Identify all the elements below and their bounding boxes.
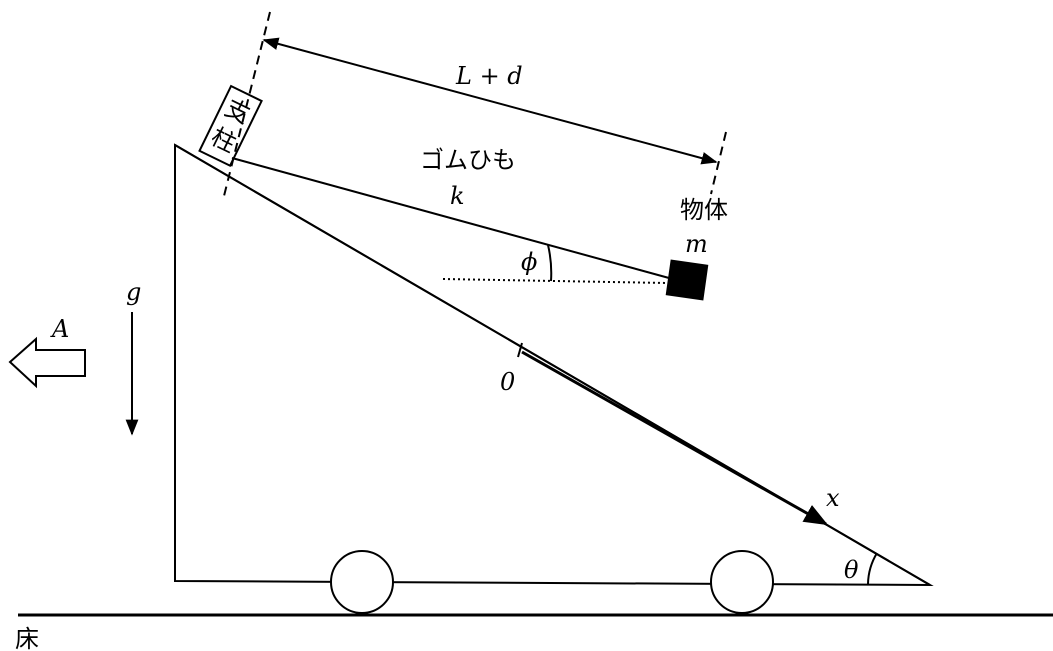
length-arrow	[262, 37, 718, 165]
gravity-label: g	[126, 278, 141, 306]
phi-label: ϕ	[521, 248, 537, 276]
phi-arc	[547, 244, 553, 282]
rubber-band-label: ゴムひも	[420, 146, 516, 174]
rear-wheel	[710, 550, 774, 614]
x-axis-label: x	[826, 484, 840, 512]
dashed-line-object	[710, 131, 727, 195]
acceleration-label: A	[50, 315, 69, 343]
spring-constant-label: k	[450, 182, 465, 210]
origin-tick	[517, 342, 523, 358]
mass-label: m	[685, 230, 708, 258]
theta-label: θ	[844, 556, 859, 584]
front-wheel	[330, 550, 394, 614]
x-axis-arrow	[521, 350, 829, 526]
object-label: 物体	[680, 196, 728, 224]
acceleration-arrow	[8, 336, 86, 389]
theta-arc	[867, 552, 878, 585]
dashed-line-post	[223, 11, 271, 197]
origin-label: 0	[500, 368, 515, 396]
length-label: L + d	[455, 62, 523, 90]
floor-label: 床	[15, 625, 39, 651]
object-block	[665, 259, 709, 301]
horizontal-reference-dotted	[442, 278, 668, 284]
rubber-band	[231, 157, 670, 279]
post: 支 柱	[198, 84, 263, 168]
